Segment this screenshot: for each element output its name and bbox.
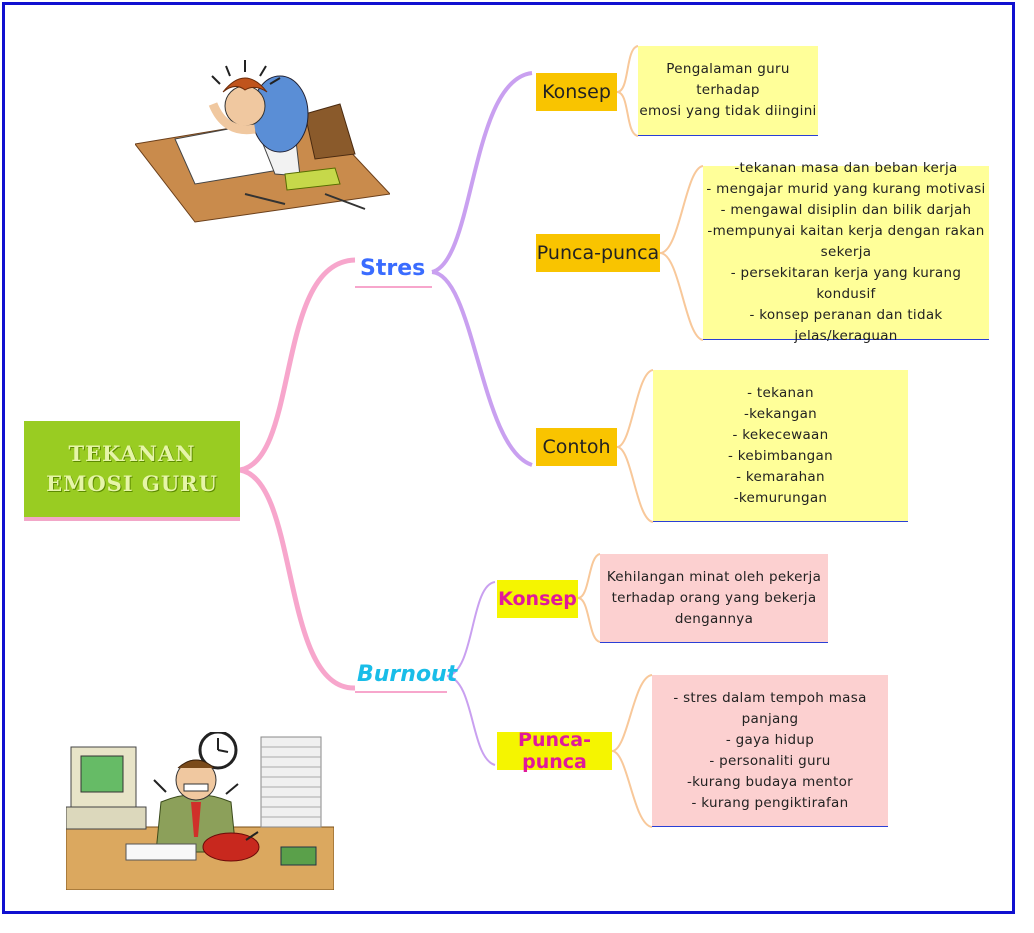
note-line: - kekecewaan: [732, 426, 829, 443]
stressed-teacher-clipart: [135, 60, 390, 223]
branch-stres: Stres: [360, 256, 426, 281]
branch-burnout: Burnout: [357, 662, 458, 687]
note-line: -mempunyai kaitan kerja dengan rakan: [707, 223, 985, 239]
stres-contoh-label: Contoh: [536, 428, 617, 466]
note-line: - mengawal disiplin dan bilik darjah: [720, 202, 972, 218]
overwhelmed-worker-clipart: [66, 732, 334, 890]
note-line: terhadap orang yang bekerja: [611, 589, 817, 606]
note-line: - tekanan: [747, 384, 814, 401]
burnout-konsep-note: Kehilangan minat oleh pekerja terhadap o…: [600, 554, 828, 643]
note-line: -tekanan masa dan beban kerja: [734, 160, 958, 176]
note-line: -kemurungan: [733, 489, 828, 506]
note-line: dengannya: [674, 610, 754, 627]
burnout-punca-note: - stres dalam tempoh masa panjang - gaya…: [652, 675, 888, 827]
stres-punca-note: -tekanan masa dan beban kerja - mengajar…: [703, 160, 989, 344]
burnout-konsep-label: Konsep: [497, 580, 578, 618]
note-line: -kurang budaya mentor: [686, 773, 853, 790]
note-line: - persekitaran kerja yang kurang kondusi…: [730, 265, 962, 302]
stres-punca-label: Punca-punca: [536, 234, 660, 272]
note-line: - stres dalam tempoh masa panjang: [673, 689, 867, 727]
burnout-punca-label: Punca-punca: [497, 729, 612, 773]
note-line: - konsep peranan dan tidak jelas/keragua…: [749, 307, 943, 344]
note-line: - kebimbangan: [728, 447, 833, 464]
note-line: Pengalaman guru terhadap: [666, 61, 790, 98]
root-title-line1: TEKANAN: [68, 441, 196, 466]
note-line: sekerja: [820, 244, 872, 260]
root-title-line2: EMOSI GURU: [46, 471, 218, 496]
stres-konsep-label: Konsep: [536, 73, 617, 111]
note-line: emosi yang tidak diingini: [639, 103, 817, 119]
note-line: - kurang pengiktirafan: [691, 794, 849, 811]
note-line: - kemarahan: [736, 468, 825, 485]
note-line: - gaya hidup: [725, 731, 815, 748]
note-line: Kehilangan minat oleh pekerja: [606, 568, 822, 585]
stres-contoh-note: - tekanan -kekangan - kekecewaan - kebim…: [653, 370, 908, 522]
root-node: TEKANAN EMOSI GURU: [24, 421, 240, 521]
note-line: - personaliti guru: [709, 752, 831, 769]
note-line: - mengajar murid yang kurang motivasi: [706, 181, 986, 197]
stres-konsep-note: Pengalaman guru terhadap emosi yang tida…: [638, 46, 818, 136]
note-line: -kekangan: [743, 405, 818, 422]
